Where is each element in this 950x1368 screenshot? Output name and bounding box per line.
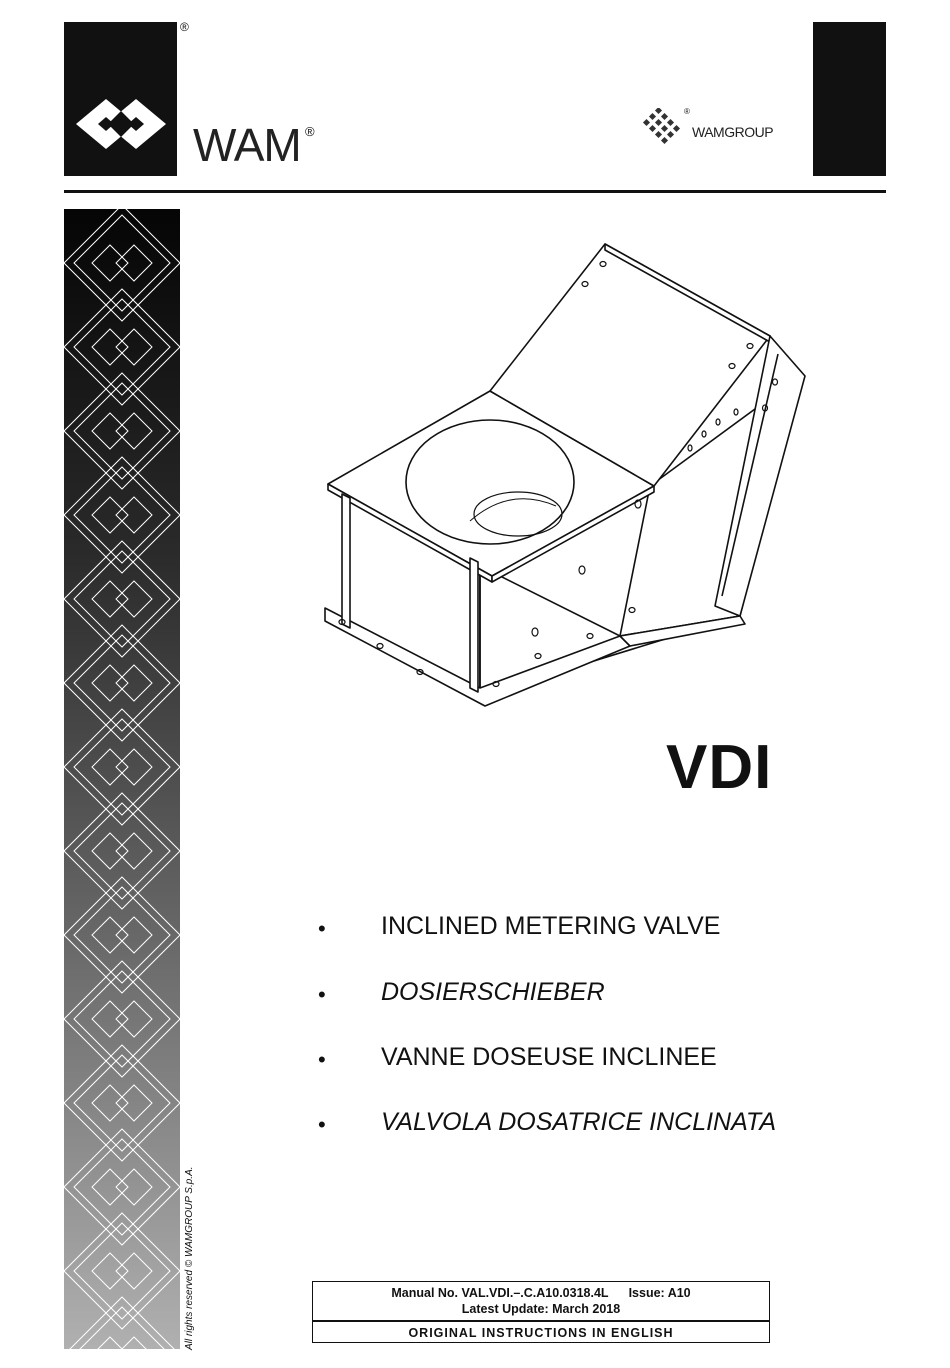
issue: Issue: A10 — [628, 1286, 691, 1300]
rights-notice: All rights reserved © WAMGROUP S.p.A. — [184, 1166, 195, 1350]
title-french: VANNE DOSEUSE INCLINEE — [381, 1043, 717, 1071]
box-divider — [313, 1320, 769, 1322]
wam-logo-icon — [76, 99, 166, 149]
bullet: • — [318, 916, 326, 941]
bullet: • — [318, 1047, 326, 1072]
brand-registered-mark: ® — [305, 124, 315, 139]
side-pattern-strip — [64, 209, 180, 1349]
inclined-valve-drawing — [324, 243, 806, 707]
header-rule — [64, 190, 886, 193]
manual-number: Manual No. VAL.VDI.–.C.A10.0318.4L — [391, 1286, 609, 1300]
manual-number-line: Manual No. VAL.VDI.–.C.A10.0318.4L Issue:… — [313, 1286, 769, 1300]
brand-name: WAM — [193, 119, 302, 171]
wamgroup-registered-mark: ® — [684, 107, 690, 116]
wamgroup-logo-icon — [642, 108, 681, 145]
model-name: VDI — [666, 733, 773, 802]
title-german: DOSIERSCHIEBER — [381, 978, 605, 1006]
bullet: • — [318, 1112, 326, 1137]
registered-mark: ® — [180, 20, 189, 34]
original-instructions: ORIGINAL INSTRUCTIONS IN ENGLISH — [408, 1326, 674, 1340]
latest-update: Latest Update: March 2018 — [461, 1302, 621, 1316]
title-english: INCLINED METERING VALVE — [381, 912, 721, 940]
header-right-block — [813, 22, 886, 176]
title-italian: VALVOLA DOSATRICE INCLINATA — [381, 1108, 777, 1136]
bullet: • — [318, 982, 326, 1007]
group-brand-name: WAMGROUP — [692, 124, 774, 140]
wam-logo-block — [64, 22, 177, 176]
diamond-pattern-icon — [64, 209, 180, 1349]
manual-info-box: Manual No. VAL.VDI.–.C.A10.0318.4L Issue:… — [312, 1281, 770, 1343]
